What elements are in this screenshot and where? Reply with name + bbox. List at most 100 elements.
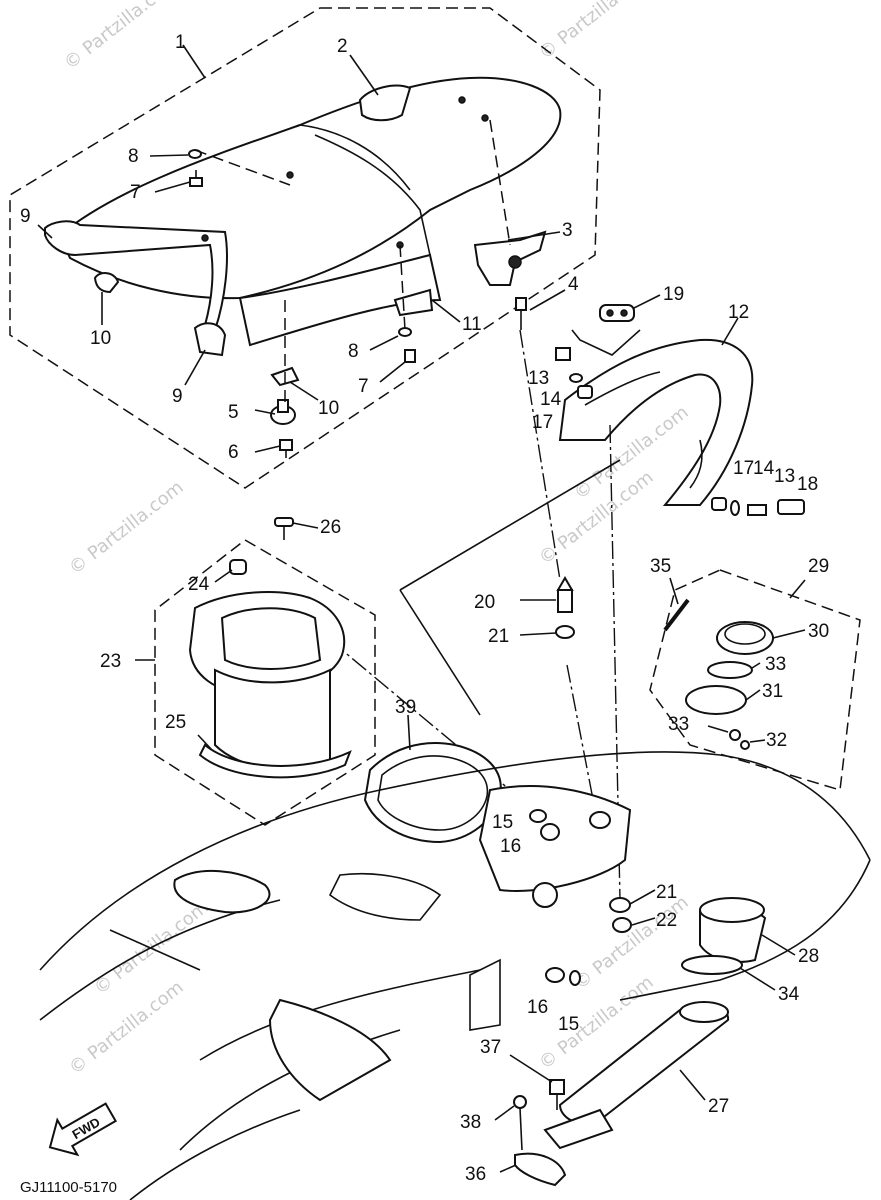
grab-handle	[558, 338, 754, 506]
filler-cap-30	[716, 621, 774, 655]
leader-37	[509, 1054, 553, 1083]
seat-clip	[93, 272, 120, 294]
callout-5: 5	[228, 402, 239, 423]
leader-2	[349, 54, 379, 96]
callout-19: 19	[663, 284, 684, 305]
washer-15-upper	[529, 809, 547, 823]
leader-31	[745, 689, 761, 701]
leader-5	[254, 409, 276, 415]
hook-hole	[508, 255, 522, 269]
callout-11: 11	[462, 314, 482, 335]
nut-16-upper	[540, 823, 560, 841]
leader-21a	[519, 632, 557, 636]
collar-17-left	[577, 385, 593, 399]
washer-21-lower	[609, 897, 631, 913]
callout-9: 9	[172, 386, 183, 407]
bracket-36	[514, 1152, 567, 1187]
watermark: © Partzilla.com	[570, 892, 692, 994]
callout-21: 21	[488, 626, 509, 647]
leader-26	[292, 522, 319, 529]
callout-3: 3	[562, 220, 573, 241]
leader-8b	[369, 335, 399, 351]
grab-handle-assembly	[555, 304, 805, 516]
cap-18	[777, 499, 805, 515]
leader-4	[529, 289, 566, 311]
leader-38	[494, 1105, 515, 1121]
handle-inner-slot	[689, 439, 703, 489]
handle-inner-slot	[584, 371, 661, 406]
callout-34: 34	[778, 984, 800, 1005]
neck-31	[685, 685, 747, 715]
leader-1	[182, 44, 206, 79]
callout-15: 15	[492, 812, 513, 833]
callout-12: 12	[728, 302, 749, 323]
callout-9: 9	[20, 206, 31, 227]
callout-4: 4	[568, 274, 579, 295]
leader-7b	[379, 361, 406, 383]
leader-19	[633, 294, 661, 309]
damper-5	[270, 399, 296, 425]
strap-32	[729, 729, 750, 750]
fwd-arrow-icon	[48, 1102, 117, 1157]
leader-line	[399, 589, 481, 716]
cap-24	[229, 559, 247, 575]
callout-20: 20	[474, 592, 495, 613]
callout-23: 23	[100, 651, 121, 672]
filler-hose-assembly	[513, 576, 767, 1187]
leader-33b	[707, 725, 729, 733]
bolt-13-right	[747, 504, 767, 516]
nut-22	[612, 917, 632, 933]
callout-38: 38	[460, 1112, 481, 1133]
seat-side-panel	[238, 253, 442, 347]
hose-end	[679, 1001, 729, 1023]
dashed-guide	[399, 244, 406, 331]
screw-6	[279, 439, 293, 458]
washer-21-upper	[555, 625, 575, 639]
leader-8a	[149, 154, 189, 157]
callout-29: 29	[808, 556, 829, 577]
hull-panel	[109, 929, 201, 971]
callout-26: 26	[320, 517, 341, 538]
seat-grip-right	[193, 322, 227, 357]
callout-10: 10	[90, 328, 111, 349]
callout-27: 27	[708, 1096, 729, 1117]
callout-6: 6	[228, 442, 239, 463]
hull-deck-outline	[129, 1109, 301, 1200]
watermark: © Partzilla.com	[65, 977, 187, 1079]
gasket-25	[198, 743, 352, 779]
callout-39: 39	[395, 697, 416, 718]
dashed-guide	[489, 119, 511, 246]
callout-1: 1	[175, 32, 186, 53]
leader-22	[631, 917, 656, 926]
filler-cap-ring	[724, 623, 766, 645]
callout-13: 13	[774, 466, 795, 487]
gasket-39-inner	[377, 755, 489, 831]
filler-cap-assembly	[649, 569, 861, 791]
fwd-arrow: FWD	[48, 1102, 117, 1157]
leader-24	[214, 569, 233, 583]
callout-21: 21	[656, 882, 677, 903]
gasket-33-upper	[707, 661, 753, 679]
seat-strap-line	[299, 124, 411, 191]
leader-25	[197, 734, 213, 751]
leader-33a	[751, 662, 761, 669]
leader-28	[761, 934, 796, 956]
callout-36: 36	[465, 1164, 486, 1185]
screw-35	[663, 598, 690, 632]
washer-14-right	[730, 500, 740, 516]
drawing-code: GJ11100-5170	[20, 1179, 117, 1196]
callout-22: 22	[656, 910, 677, 931]
callout-28: 28	[798, 946, 819, 967]
leader-27	[679, 1069, 706, 1101]
washer-8-lower	[398, 327, 412, 337]
callout-8: 8	[348, 341, 359, 362]
callout-18: 18	[797, 474, 818, 495]
seat-handle	[358, 84, 412, 122]
callout-16: 16	[527, 997, 548, 1018]
leader-10b	[289, 381, 319, 401]
hull-port	[532, 882, 558, 908]
callout-33: 33	[668, 714, 689, 735]
gasket-39	[363, 741, 502, 844]
storage-tub-assembly	[154, 517, 376, 826]
